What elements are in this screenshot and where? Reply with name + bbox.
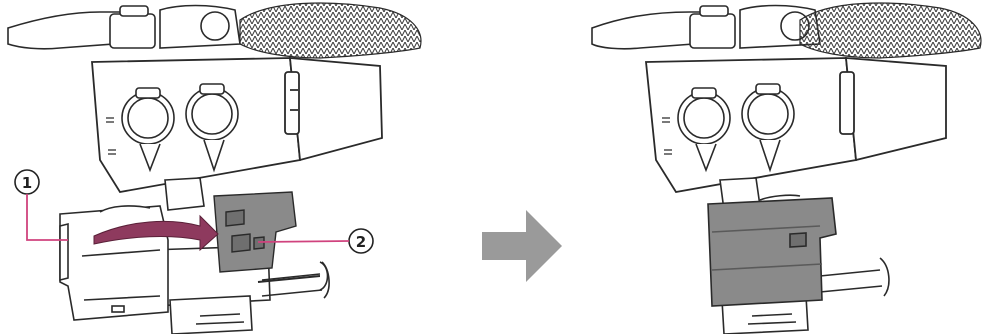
cable-after — [820, 258, 889, 296]
attached-cover — [708, 195, 836, 306]
callout-2-leader — [258, 241, 349, 242]
panel-after — [592, 3, 981, 334]
callout-2-label: 2 — [356, 233, 366, 251]
microphone-windscreen-after — [800, 3, 981, 58]
camera-handle-after — [592, 6, 820, 49]
microphone-windscreen — [240, 3, 421, 58]
panel-before: 1 2 — [8, 3, 421, 334]
callout-1-label: 1 — [22, 174, 32, 192]
connector-holder — [214, 192, 296, 272]
right-arrow-icon — [482, 210, 562, 282]
camera-handle — [8, 6, 240, 49]
